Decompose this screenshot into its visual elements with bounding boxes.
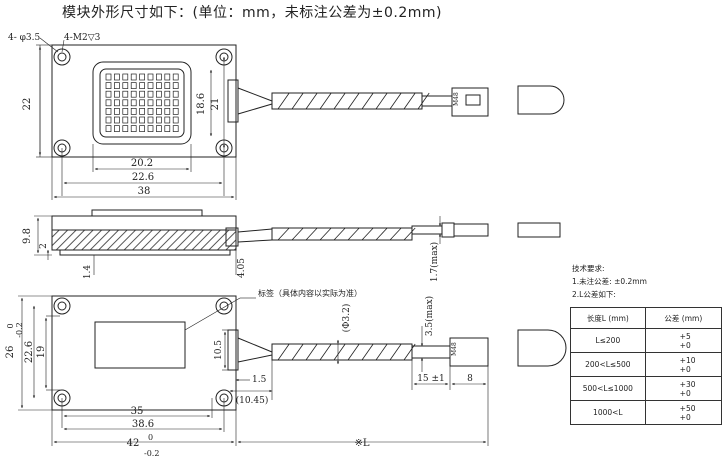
end-connector-bottom (449, 337, 489, 367)
dim-side-1-7max: 1.7(max) (429, 242, 440, 282)
notes-line-2: 2.L公差如下: (572, 290, 616, 299)
label-note: 标签（具体内容以实际为准） (258, 288, 362, 298)
dim-bottom-3-5max: 3.5(max) (424, 296, 435, 336)
table-cell-tolerance: +30 +0 (644, 376, 722, 401)
dim-bottom-height-26-tol-top: 0 (6, 323, 15, 328)
tolerance-plus: +5 (679, 331, 691, 341)
table-header-tolerance: 公差 (mm) (644, 307, 722, 329)
table-cell-length: 200<L≤500 (570, 352, 646, 377)
label-area (94, 321, 186, 369)
dim-bottom-height-19: 19 (36, 346, 47, 359)
module-body-bottom (51, 295, 237, 411)
dim-side-1-4: 1.4 (83, 265, 93, 280)
connector-mark-bottom: M48 (451, 342, 458, 356)
tolerance-minus: +0 (679, 340, 691, 350)
table-cell-tolerance: +5 +0 (644, 328, 722, 353)
table-row: 500<L≤1000 +30 +0 (570, 376, 722, 401)
tolerance-plus: +30 (679, 379, 696, 389)
dim-top-height-22: 22 (22, 98, 33, 111)
top-view: 4- φ3.5 4-M2▽3 22 18.6 21 20.2 22.6 38 M… (8, 33, 565, 200)
dim-bottom-width-35: 35 (131, 406, 144, 417)
tolerance-minus: +0 (679, 364, 691, 374)
dim-side-height-9-8: 9.8 (22, 228, 33, 244)
cable-bottom (271, 343, 413, 361)
cable-side (271, 227, 413, 241)
dim-bottom-width-38-6: 38.6 (132, 419, 154, 430)
dim-bottom-width-42-tol-bot: -0.2 (144, 449, 159, 458)
side-view: 9.8 2 1.4 4.05 1.7(max) (22, 209, 561, 282)
dim-side-2: 2 (39, 243, 49, 249)
end-connector-top (451, 87, 489, 117)
end-connector-side (453, 223, 489, 237)
connector-pin-grid (105, 73, 179, 132)
notes-heading: 技术要求: (572, 264, 605, 273)
dim-bottom-10-45: (10.45) (236, 395, 269, 406)
connector-housing-inner (99, 68, 185, 138)
dim-top-inner-18-6: 18.6 (196, 93, 207, 115)
tolerance-table: 长度L (mm) 公差 (mm) L≤200 +5 +0 200<L≤500 +… (570, 307, 722, 425)
table-row: 1000<L +50 +0 (570, 400, 722, 425)
dim-top-width-38: 38 (138, 186, 151, 197)
cap-top (517, 85, 565, 115)
cap-side (517, 222, 561, 238)
dim-bottom-length-L: ※L (354, 438, 369, 449)
table-header-row: 长度L (mm) 公差 (mm) (570, 307, 722, 329)
dim-bottom-1-5: 1.5 (252, 375, 267, 385)
table-row: L≤200 +5 +0 (570, 328, 722, 353)
tolerance-plus: +50 (679, 403, 696, 413)
dim-bottom-cable-dia: (Φ3.2) (341, 304, 352, 333)
dim-top-width-22-6: 22.6 (132, 172, 154, 183)
hole-spec-label: 4- φ3.5 (8, 33, 41, 43)
page-title: 模块外形尺寸如下：(单位：mm，未标注公差为±0.2mm) (62, 5, 442, 21)
table-cell-tolerance: +10 +0 (644, 352, 722, 377)
dim-bottom-15: 15 ±1 (417, 374, 445, 384)
tolerance-minus: +0 (679, 388, 691, 398)
thread-spec-label: 4-M2▽3 (64, 33, 101, 43)
technical-notes: 技术要求: 1.未注公差: ±0.2mm 2.L公差如下: (572, 262, 647, 301)
dim-bottom-10-5: 10.5 (214, 340, 224, 360)
tolerance-plus: +10 (679, 355, 696, 365)
connector-housing-outer (92, 61, 192, 145)
bottom-view: 标签（具体内容以实际为准） 26 0 -0.2 22.6 19 10.5 1.5… (5, 288, 567, 458)
tolerance-minus: +0 (679, 412, 691, 422)
notes-line-1: 1.未注公差: ±0.2mm (572, 277, 647, 286)
dim-bottom-width-42: 42 (127, 438, 140, 449)
dim-bottom-width-42-tol-top: 0 (148, 433, 153, 442)
dim-side-4-05: 4.05 (237, 258, 247, 278)
module-body-top (51, 44, 237, 158)
table-cell-length: 500<L≤1000 (570, 376, 646, 401)
cable-clamp-top (227, 79, 239, 123)
table-cell-length: 1000<L (570, 400, 646, 425)
dim-top-width-20-2: 20.2 (131, 158, 153, 169)
dim-top-inner-21: 21 (210, 98, 221, 111)
table-row: 200<L≤500 +10 +0 (570, 352, 722, 377)
table-cell-length: L≤200 (570, 328, 646, 353)
dim-bottom-8: 8 (467, 374, 473, 384)
dim-bottom-height-26: 26 (5, 346, 16, 359)
side-base (51, 215, 237, 231)
cap-bottom (517, 329, 567, 367)
dim-bottom-height-26-tol-bot: -0.2 (15, 322, 24, 337)
table-cell-tolerance: +50 +0 (644, 400, 722, 425)
side-body (51, 229, 237, 251)
connector-mark-top: M48 (453, 92, 460, 106)
table-header-length: 长度L (mm) (570, 307, 646, 329)
dim-bottom-height-22-6: 22.6 (24, 341, 35, 363)
